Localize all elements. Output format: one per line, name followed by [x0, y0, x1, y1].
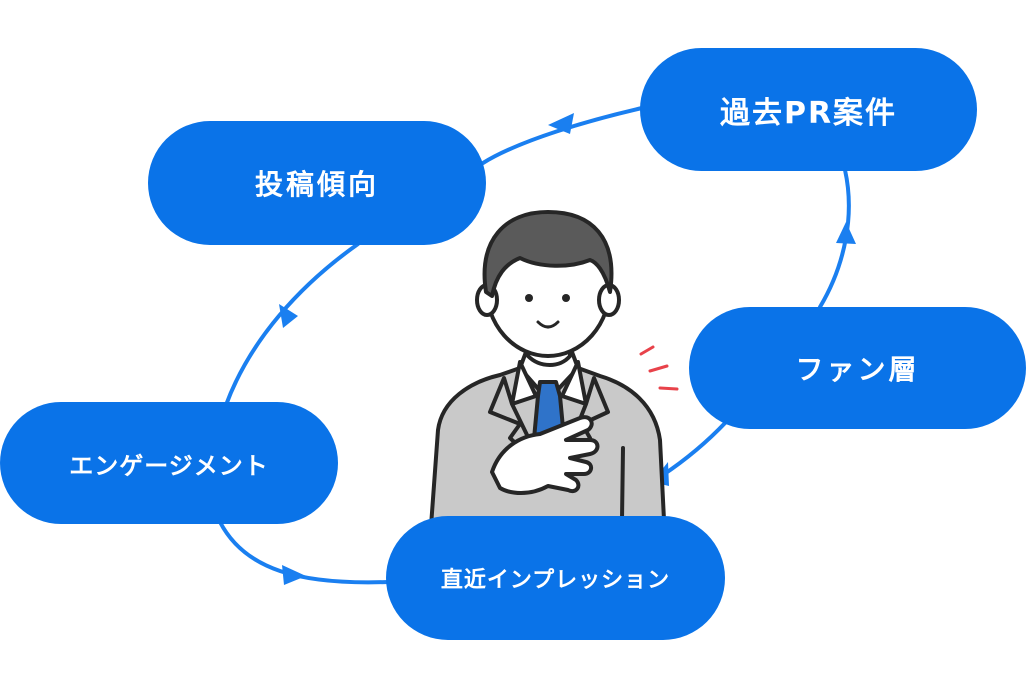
arrowhead-toward-engagement [279, 304, 298, 328]
smile [536, 320, 560, 329]
attention-marks-icon [639, 345, 679, 391]
arrowhead-toward-post-trend [548, 113, 574, 134]
attention-mark-top [639, 345, 655, 356]
node-post-trend: 投稿傾向 [148, 121, 486, 245]
node-fan-layer: ファン層 [689, 307, 1026, 429]
arrowhead-toward-impression [282, 565, 306, 585]
collar-right [560, 360, 588, 406]
node-label: エンゲージメント [69, 451, 269, 480]
eye-left [525, 294, 533, 302]
connector-engagement-to-impression [218, 520, 390, 585]
hand [490, 415, 600, 495]
node-label: ファン層 [795, 353, 920, 386]
node-label: 直近インプレッション [440, 568, 671, 593]
businessman-hand-on-chest-icon [428, 210, 667, 542]
node-label: 投稿傾向 [254, 168, 379, 201]
hair [482, 210, 614, 298]
node-recent-impression: 直近インプレッション [386, 516, 725, 640]
connector-past-pr-to-post-trend [481, 106, 644, 165]
sleeve-seam [620, 446, 625, 522]
node-label: 過去PR案件 [719, 95, 898, 131]
attention-mark-bottom [658, 386, 679, 391]
connector-post-trend-to-engagement [224, 242, 360, 407]
collar-left [510, 360, 538, 406]
arrowhead-toward-past-pr [836, 222, 856, 244]
attention-mark-middle [648, 364, 669, 373]
node-engagement: エンゲージメント [0, 402, 338, 524]
node-past-pr-cases: 過去PR案件 [640, 48, 977, 171]
eye-right [562, 294, 570, 302]
